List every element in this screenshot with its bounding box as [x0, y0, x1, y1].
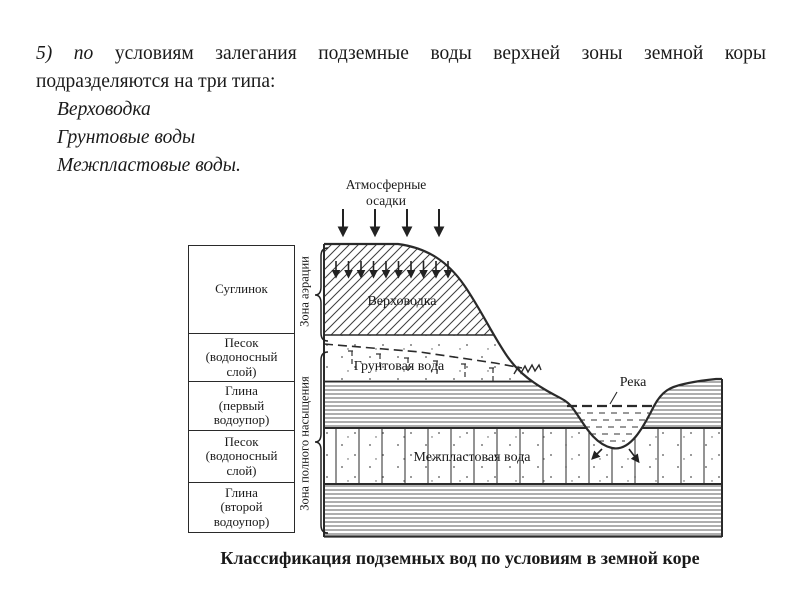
river-recharge-arrows — [591, 448, 640, 464]
list-item-ground: Грунтовые воды — [57, 127, 196, 148]
intro-line-2: подразделяются на три типа: — [36, 71, 276, 92]
perched-water-hatch — [324, 244, 542, 335]
list-item-perched: Верховодка — [57, 99, 151, 120]
figure-caption: Классификация подземных вод по условиям … — [220, 548, 700, 568]
perched-water-label: Верховодка — [367, 294, 437, 309]
intro-line-1-text: условиям залегания подземные воды верхне… — [114, 43, 767, 64]
river-water-dashes — [575, 412, 649, 442]
precipitation-label: Атмосферные осадки — [345, 177, 427, 208]
stratigraphic-column: Суглинок Песок (водоносный слой) Глина (… — [188, 245, 295, 533]
spring-squiggle — [513, 363, 542, 375]
aquifer2-dots — [324, 428, 722, 484]
layer-clay-aquitard-1: Глина (первый водоупор) — [189, 382, 294, 431]
interstratal-water-label: Межпластовая вода — [413, 450, 531, 465]
list-item-interstratal: Межпластовые воды. — [57, 155, 241, 176]
clay2-layer — [324, 484, 722, 537]
layer-loam: Суглинок — [189, 246, 294, 334]
water-table-ticks — [348, 350, 497, 381]
terrain-outline — [324, 242, 722, 450]
intro-text-block: 5) по условиям залегания подземные воды … — [36, 40, 766, 180]
list-number: 5) по — [36, 43, 94, 64]
clay1-layer — [324, 381, 722, 428]
intro-line-1: 5) по условиям залегания подземные воды … — [36, 40, 766, 68]
layer-clay-aquitard-2: Глина (второй водоупор) — [213, 484, 270, 529]
ground-water-label: Грунтовая вода — [353, 359, 445, 374]
groundwater-types-list: Верховодка Грунтовые воды Межпластовые в… — [36, 96, 766, 180]
aeration-zone-label: Зона аэрации — [297, 256, 312, 327]
saturation-zone-brace — [314, 351, 329, 534]
aeration-zone-brace — [314, 247, 329, 342]
water-table-line — [323, 343, 523, 369]
saturation-zone-label: Зона полного насыщения — [297, 376, 312, 511]
river-label: Река — [619, 375, 647, 390]
strata-patterns — [324, 244, 722, 538]
layer-sand-aquifer-2: Песок (водоносный слой) — [189, 431, 294, 483]
infiltration-arrows — [331, 261, 453, 279]
layer-sand-aquifer-1: Песок (водоносный слой) — [189, 334, 294, 382]
river-label-pointer — [609, 391, 618, 405]
precipitation-arrows — [337, 209, 445, 238]
